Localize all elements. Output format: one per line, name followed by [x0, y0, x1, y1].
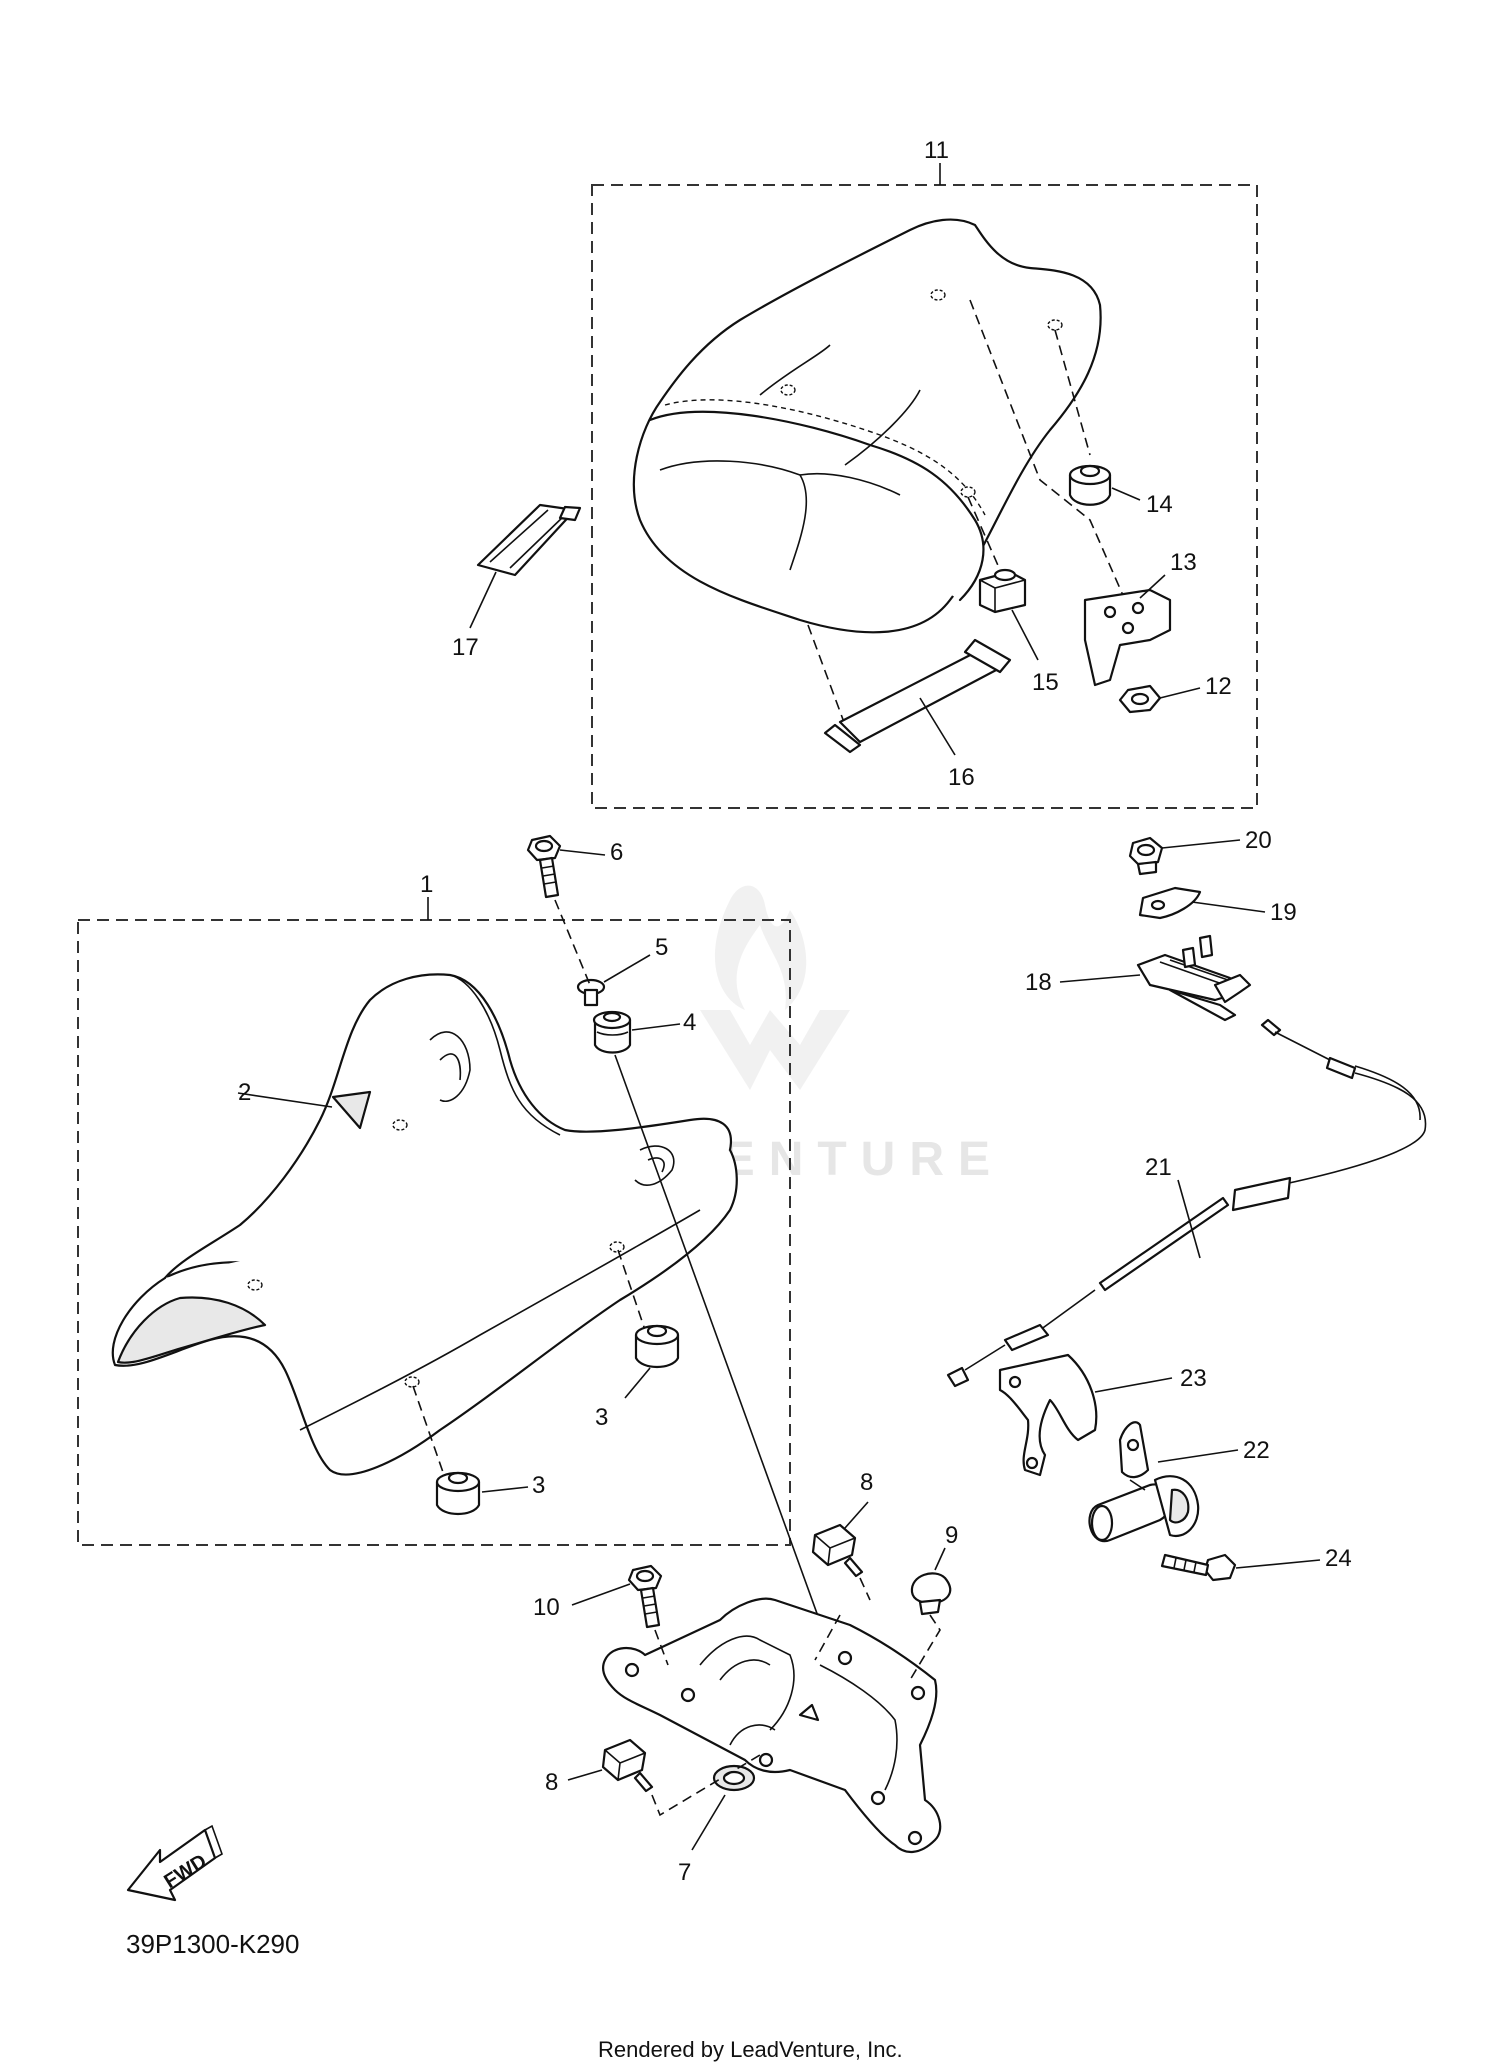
callout-20: 20 — [1245, 827, 1272, 854]
callout-14: 14 — [1146, 491, 1173, 518]
callout-18: 18 — [1025, 969, 1052, 996]
nut-20 — [1128, 836, 1164, 876]
bolt-10 — [627, 1564, 663, 1629]
bracket-23 — [998, 1353, 1098, 1477]
cable-21 — [946, 1018, 1427, 1388]
callout-3b: 3 — [532, 1472, 545, 1499]
bracket-13 — [1083, 588, 1172, 687]
nut-12 — [1118, 684, 1162, 714]
damper-3a — [634, 1324, 680, 1369]
callout-10: 10 — [533, 1594, 560, 1621]
lever-18 — [1136, 934, 1252, 1022]
damper-14 — [1068, 464, 1112, 506]
grommet-4 — [592, 1010, 632, 1054]
plug-9 — [910, 1572, 952, 1616]
callout-9: 9 — [945, 1522, 958, 1549]
callout-12: 12 — [1205, 673, 1232, 700]
callout-8a: 8 — [860, 1469, 873, 1496]
callout-19: 19 — [1270, 899, 1297, 926]
callout-17: 17 — [452, 634, 479, 661]
callout-4: 4 — [683, 1009, 696, 1036]
bolt-24 — [1160, 1553, 1237, 1582]
clip-8b — [601, 1738, 654, 1793]
front-seat-group-box — [77, 919, 791, 1546]
callout-11: 11 — [924, 137, 949, 164]
callout-23: 23 — [1180, 1365, 1207, 1392]
footer-rendered-by: Rendered by LeadVenture, Inc. — [598, 2037, 903, 2062]
callout-3a: 3 — [595, 1404, 608, 1431]
plate-19 — [1138, 886, 1202, 920]
clip-17 — [476, 503, 582, 577]
callout-2: 2 — [238, 1079, 251, 1106]
front-seat — [111, 973, 738, 1479]
callout-22: 22 — [1243, 1437, 1270, 1464]
callout-5: 5 — [655, 934, 668, 961]
callout-13: 13 — [1170, 549, 1197, 576]
callout-7: 7 — [678, 1859, 691, 1886]
leadventure-flame-logo — [700, 885, 850, 1090]
callout-24: 24 — [1325, 1545, 1352, 1572]
damper-15 — [978, 568, 1027, 614]
collar-5 — [576, 978, 606, 1007]
damper-3b — [435, 1471, 481, 1516]
callout-16: 16 — [948, 764, 975, 791]
callout-21: 21 — [1145, 1154, 1172, 1181]
callout-1: 1 — [420, 871, 433, 898]
seat-bracket-7 — [601, 1597, 942, 1853]
callout-8b: 8 — [545, 1769, 558, 1796]
seat-lock-22 — [1088, 1421, 1200, 1543]
rear-seat — [632, 218, 1126, 726]
fwd-arrow-icon: FWD — [126, 1824, 223, 1902]
callout-6: 6 — [610, 839, 623, 866]
clip-8a — [811, 1523, 864, 1578]
diagram-code: 39P1300-K290 — [126, 1929, 299, 1959]
strap-16 — [823, 638, 1012, 754]
callout-15: 15 — [1032, 669, 1059, 696]
rear-seat-group-box — [591, 184, 1258, 809]
bolt-6 — [526, 834, 562, 899]
